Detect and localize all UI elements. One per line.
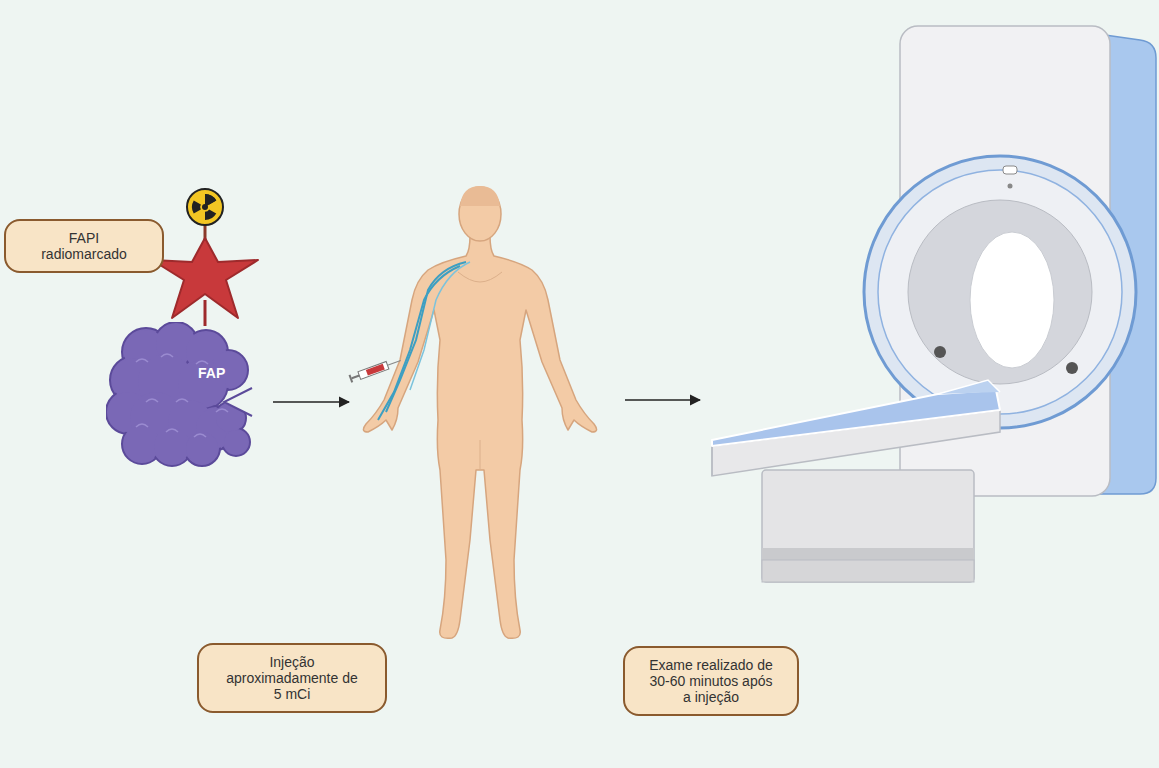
radiation-symbol xyxy=(187,189,223,225)
human-figure xyxy=(363,186,596,638)
fap-protein: FAP xyxy=(106,322,258,468)
label-box: Injeção aproximadamente de 5 mCi xyxy=(197,643,387,713)
label-box: FAPI radiomarcado xyxy=(4,219,164,273)
ligand-link xyxy=(204,300,207,326)
pet-ct-scanner xyxy=(712,26,1156,582)
protein-blob xyxy=(106,322,258,468)
protein-label: FAP xyxy=(198,366,225,380)
box-text: FAPI radiomarcado xyxy=(30,230,138,262)
flow-arrow xyxy=(273,401,349,403)
box-text: Exame realizado de 30-60 minutos após a … xyxy=(649,657,773,705)
syringe xyxy=(350,357,403,383)
box-text: Injeção aproximadamente de 5 mCi xyxy=(223,654,361,702)
flow-arrow xyxy=(625,399,700,401)
label-box: Exame realizado de 30-60 minutos após a … xyxy=(623,646,799,716)
